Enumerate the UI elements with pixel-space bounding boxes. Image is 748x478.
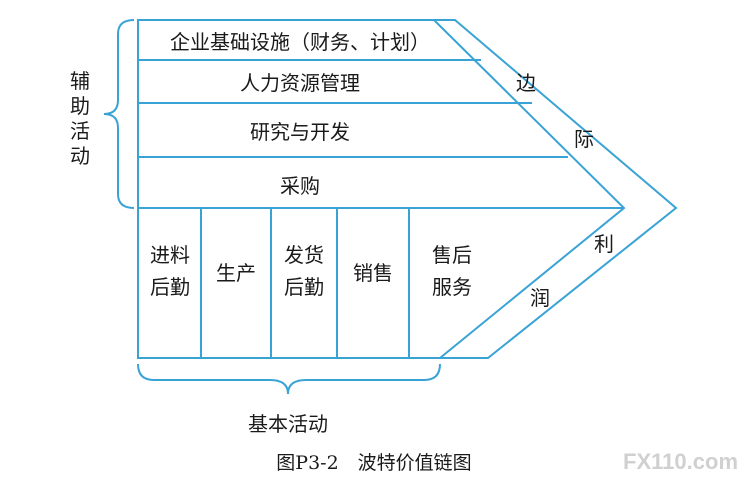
primary-brace [137, 363, 441, 395]
support-activity-rnd: 研究与开发 [250, 120, 350, 144]
figure-caption: 图P3-2 波特价值链图 [276, 452, 471, 474]
primary-outbound-logistics-line2: 后勤 [284, 275, 324, 299]
primary-inbound-logistics-line2: 后勤 [150, 275, 190, 299]
primary-operations: 生产 [216, 261, 256, 285]
value-chain-outline [137, 19, 626, 359]
primary-sales: 销售 [353, 261, 393, 285]
support-group-label-char3: 活 [70, 119, 90, 143]
support-activity-hr: 人力资源管理 [240, 71, 360, 95]
margin-label-char2: 际 [574, 127, 594, 151]
margin-label-char4: 润 [530, 286, 550, 310]
margin-band-outline [137, 19, 678, 359]
primary-service-line1: 售后 [432, 243, 472, 267]
support-activity-procurement: 采购 [280, 174, 320, 198]
support-group-label-char1: 辅 [70, 69, 90, 93]
margin-label-char1: 边 [516, 71, 536, 95]
support-brace [103, 19, 135, 209]
support-group-label-char4: 动 [70, 144, 90, 168]
primary-group-label: 基本活动 [248, 412, 328, 436]
primary-inbound-logistics-line1: 进料 [150, 243, 190, 267]
primary-outbound-logistics-line1: 发货 [284, 243, 324, 267]
support-group-label-char2: 助 [70, 94, 90, 118]
watermark-logo: FX110.com [623, 449, 738, 474]
support-activity-infrastructure: 企业基础设施（财务、计划） [170, 30, 430, 54]
primary-service-line2: 服务 [432, 275, 472, 299]
margin-label-char3: 利 [594, 232, 614, 256]
